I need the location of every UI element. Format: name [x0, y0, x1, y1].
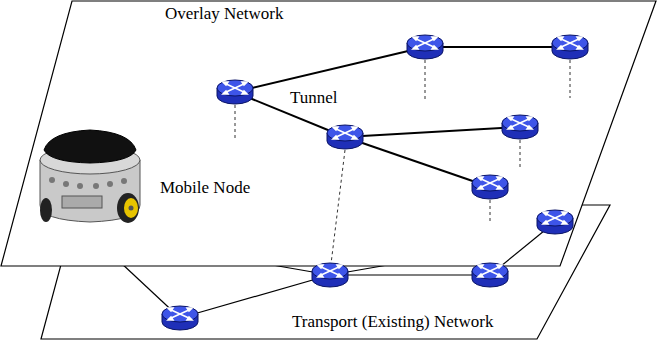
- transport-plane: Transport (Existing) Network: [40, 204, 612, 341]
- plane-title: Transport (Existing) Network: [292, 312, 493, 332]
- plane-title: Overlay Network: [165, 4, 284, 24]
- tunnel-label: Tunnel: [290, 88, 338, 108]
- node-label: Mobile Node: [160, 178, 250, 198]
- plane-outline: [0, 0, 658, 268]
- overlay-plane: Overlay Network: [0, 0, 658, 268]
- robot-illustration: [40, 130, 140, 223]
